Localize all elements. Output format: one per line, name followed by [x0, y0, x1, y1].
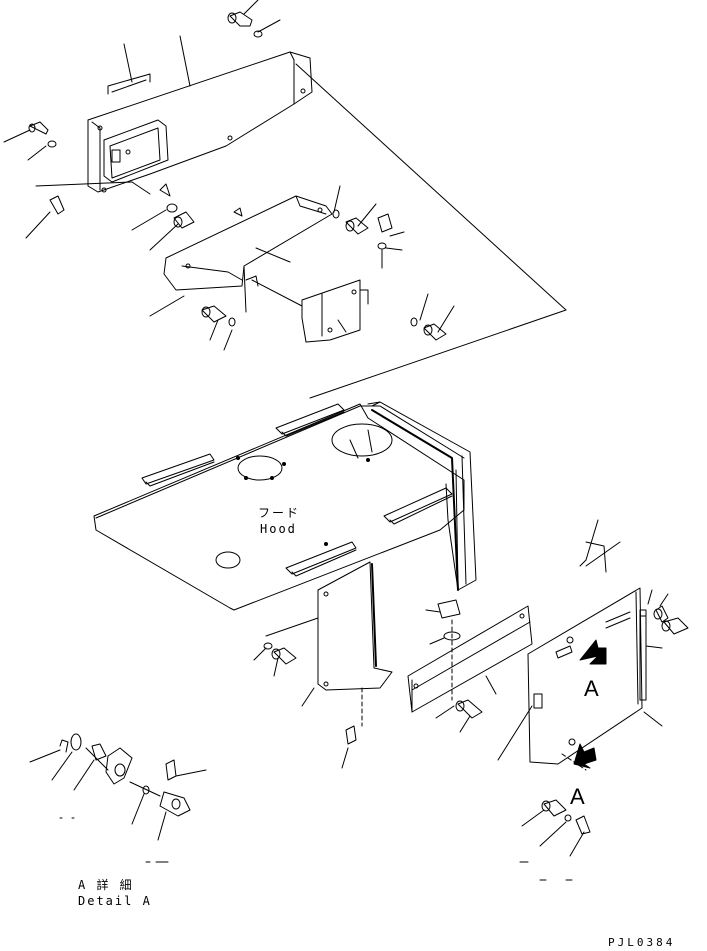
hinge-bracket: [251, 249, 383, 343]
view-arrow-2: [573, 743, 597, 769]
detail-label-jp: A 詳 細: [78, 878, 134, 892]
hood-label-jp: フード: [258, 506, 301, 520]
view-marker-lower: A: [570, 784, 585, 809]
hood-label-en: Hood: [260, 522, 297, 536]
detail-a-parts: [59, 733, 191, 817]
detail-a-leaders: [29, 747, 573, 881]
drawing-number: PJL0384: [608, 936, 676, 949]
leader-lines-bottom: [253, 589, 669, 857]
lower-right-bolts: [541, 799, 591, 835]
top-bolts: [28, 11, 447, 341]
hood-body: [93, 401, 477, 611]
side-door: [527, 587, 647, 771]
door-fasteners: [579, 519, 689, 635]
upper-cover-assembly: [87, 51, 313, 193]
view-marker-upper: A: [584, 676, 599, 701]
reference-lines: [35, 63, 567, 399]
left-fasteners: [263, 617, 319, 665]
leader-lines-top: [3, 0, 455, 351]
mid-bracket: [163, 195, 333, 313]
bottom-plate: [407, 599, 533, 719]
left-side-panel: [317, 561, 393, 745]
detail-label-en: Detail A: [78, 894, 152, 908]
view-arrow-1: [579, 639, 607, 665]
